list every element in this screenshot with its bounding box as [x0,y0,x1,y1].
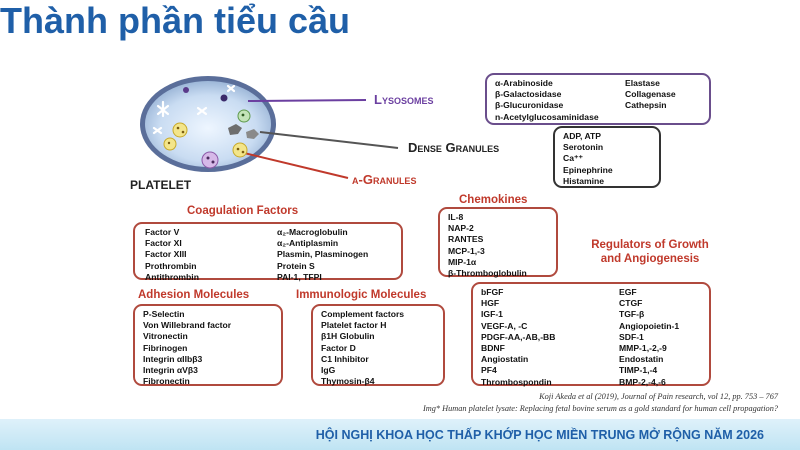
lysosomes-box: α-Arabinoside Elastase β-Galactosidase Coll… [485,73,711,125]
coagulation-item: α₂-Antiplasmin [277,238,339,249]
lysosome-item [625,112,701,123]
growth-factor-item: IGF-1 [481,309,503,320]
platelet-label: PLATELET [130,178,192,192]
granule-cluster-icon [228,124,242,135]
growth-factor-item: BMP-2,-4,-6 [619,376,666,387]
adhesion-item: Fibrinogen [143,342,188,353]
dense-granules-label: Dense Granules [408,140,500,155]
adhesion-item: Integrin αVβ3 [143,365,198,376]
lysosome-pointer [247,99,367,102]
coagulation-header: Coagulation Factors [187,205,299,217]
lysosome-item: Elastase [625,78,660,88]
growth-factor-item: EGF [619,287,637,297]
reference-line-2: Img* Human platelet lysate: Replacing fe… [423,404,778,413]
growth-factor-item: VEGF-A, -C [481,320,528,331]
growth-factor-item: BDNF [481,343,505,354]
coagulation-item: Antithrombin [145,271,199,282]
chemokine-item: MIP-1α [448,256,477,267]
chemokine-item: RANTES [448,234,484,245]
footer-text: HỘI NGHỊ KHOA HỌC THẤP KHỚP HỌC MIỀN TRU… [315,428,764,442]
alpha-granule-icon [232,142,248,158]
growth-factor-item: Angiostatin [481,354,529,365]
slide-title: Thành phần tiểu cầu [0,0,351,41]
footer-bar: HỘI NGHỊ KHOA HỌC THẤP KHỚP HỌC MIỀN TRU… [0,419,800,450]
dense-granule-item: Ca⁺⁺ [563,153,584,164]
coagulation-item: Prothrombin [145,260,197,271]
immunologic-item: IgG [321,365,336,376]
alpha-granules-label: α-Granules [352,172,417,187]
dense-granule-item: Histamine [563,175,605,186]
alpha-pointer [239,151,349,179]
coagulation-item: Plasmin, Plasminogen [277,249,369,260]
adhesion-item: Integrin αIIbβ3 [143,353,203,364]
coagulation-item: α₂-Macroglobulin [277,227,348,237]
adhesion-item: P-Selectin [143,309,185,319]
dense-granule-icon [237,109,251,123]
adhesion-item: Fibronectin [143,376,190,387]
adhesion-item: Von Willebrand factor [143,320,232,331]
chemokines-header: Chemokines [459,194,528,206]
growth-factor-item: HGF [481,298,500,309]
chemokine-item: IL-8 [448,212,464,222]
alpha-granule-icon [172,122,188,138]
microtubule-icon [152,84,236,135]
chemokine-item: MCP-1,-3 [448,245,485,256]
coagulation-item: PAI-1, TFPI [277,271,322,282]
lysosome-item: Collagenase [625,89,676,100]
growth-factor-item: MMP-1,-2,-9 [619,343,667,354]
growth-factor-item: SDF-1 [619,331,644,342]
immunologic-header: Immunologic Molecules [296,289,427,301]
growth-factor-item: Angiopoietin-1 [619,320,680,331]
growth-factor-item: PDGF-AA,-AB,-BB [481,331,556,342]
dense-pointer [259,131,399,149]
immunologic-item: Platelet factor H [321,320,387,331]
immunologic-item: Factor D [321,342,356,353]
adhesion-item: Vitronectin [143,331,188,342]
immunologic-item: Complement factors [321,309,405,319]
immunologic-item: β1H Globulin [321,331,375,342]
lysosomes-label: Lysosomes [374,92,434,107]
growth-factor-item: CTGF [619,298,643,309]
lysosome-dot [220,94,228,102]
coagulation-item: Factor XI [145,238,182,249]
growth-factor-item: PF4 [481,365,497,376]
growth-factor-item: TIMP-1,-4 [619,365,658,376]
dense-granule-item: Epinephrine [563,164,613,175]
coagulation-item: Factor V [145,227,180,237]
adhesion-header: Adhesion Molecules [138,289,250,301]
alpha-granule-icon [163,137,177,151]
lysosome-item: Cathepsin [625,100,667,111]
coagulation-item: Factor XIII [145,249,187,260]
granule-cluster-icon [246,129,259,139]
coagulation-item: Protein S [277,260,315,271]
chemokine-item: NAP-2 [448,223,474,234]
lysosome-item: β-Galactosidase [495,89,562,100]
growth-header: Regulators of Growth and Angiogenesis [591,239,709,265]
immunologic-item: Thymosin-β4 [321,376,375,387]
platelet-illustration [140,76,399,179]
immunologic-item: C1 Inhibitor [321,353,369,364]
growth-factor-item: TGF-β [619,309,645,320]
lysosome-item: β-Glucuronidase [495,100,564,111]
dense-granule-item: Serotonin [563,142,604,153]
reference-line-1: Koji Akeda et al (2019), Journal of Pain… [539,392,778,401]
growth-factor-item: Endostatin [619,354,664,365]
growth-factor-item: bFGF [481,287,504,297]
lysosome-item: α-Arabinoside [495,78,553,88]
lysosome-dot [183,87,189,93]
chemokine-item: β-Thromboglobulin [448,268,527,279]
growth-factor-item: Thrombospondin [481,376,552,387]
dense-granule-icon [201,151,219,169]
dense-granule-item: ADP, ATP [563,131,602,141]
lysosome-item: n-Acetylglucosaminidase [495,111,599,122]
